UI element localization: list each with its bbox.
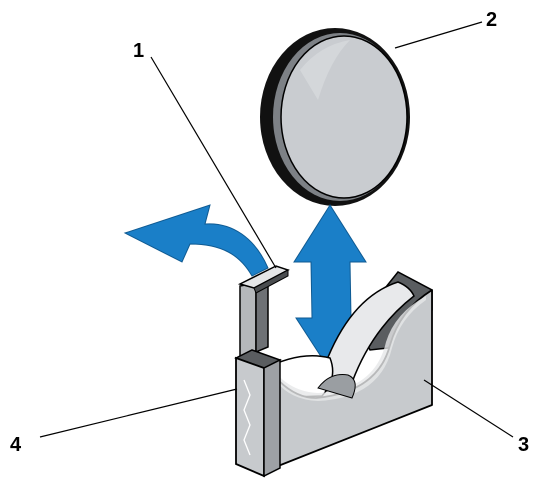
callout-1: 1 xyxy=(133,40,144,62)
battery-release-latch xyxy=(240,266,288,356)
leader-2 xyxy=(395,22,482,48)
socket-left-pillar xyxy=(236,350,280,476)
leader-4 xyxy=(40,389,237,437)
leader-3 xyxy=(424,380,513,437)
coin-cell-battery xyxy=(260,28,410,206)
callout-2: 2 xyxy=(486,9,497,31)
release-direction-arrow xyxy=(125,205,268,276)
callout-3: 3 xyxy=(518,434,529,456)
callout-4: 4 xyxy=(10,434,22,456)
